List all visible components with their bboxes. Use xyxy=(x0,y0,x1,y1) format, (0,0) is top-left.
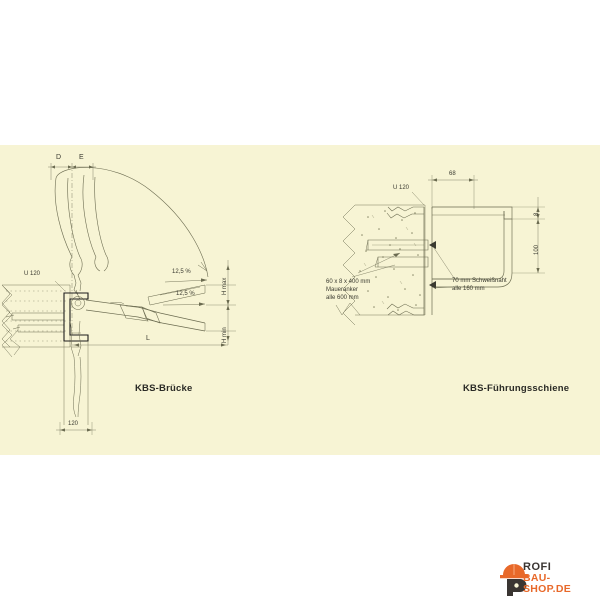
dim-label-height-100: 100 xyxy=(534,244,540,255)
weld-note-line-2: alle 160 mm xyxy=(452,286,485,292)
dim-label-slope-upper: 12,5 % xyxy=(172,269,191,275)
weld-note: 70 mm Schweißnaht alle 160 mm xyxy=(452,277,507,293)
dim-label-h-min: H min xyxy=(222,327,228,343)
dim-label-length-l: L xyxy=(146,335,150,342)
anchor-note-line-2: Maueranker xyxy=(326,287,359,293)
kbs-fuehrungsschiene-drawing xyxy=(335,175,545,326)
anchor-note-line-3: alle 600 mm xyxy=(326,295,359,301)
logo-helmet-icon xyxy=(500,564,528,596)
anchor-note-line-1: 60 x 8 x 400 mm xyxy=(326,279,371,285)
dim-label-e: E xyxy=(79,154,84,161)
kbs-bruecke-drawing xyxy=(1,163,236,435)
logo-text: ROFI BAU-SHOP.DE xyxy=(523,562,595,595)
technical-drawing-panel: D E U 120 12,5 % 12,5 % H max H min L 12… xyxy=(0,145,600,455)
anchor-note: 60 x 8 x 400 mm Maueranker alle 600 mm xyxy=(326,278,370,302)
dim-label-slope-lower: 12,5 % xyxy=(176,291,195,297)
dim-label-h-max: H max xyxy=(222,277,228,295)
dim-label-d: D xyxy=(56,154,62,161)
dim-label-depth-120: 120 xyxy=(68,421,79,427)
caption-kbs-bruecke: KBS-Brücke xyxy=(135,383,193,394)
dim-label-thickness-8: 8 xyxy=(534,212,540,216)
caption-kbs-fuehrungsschiene: KBS-Führungsschiene xyxy=(463,383,570,394)
logo-text-line-1: ROFI xyxy=(523,561,552,573)
dim-label-width-68: 68 xyxy=(449,171,456,177)
dim-label-u120-left: U 120 xyxy=(24,271,41,277)
logo-text-line-2: BAU-SHOP.DE xyxy=(523,572,572,595)
weld-note-line-1: 70 mm Schweißnaht xyxy=(452,278,507,284)
dim-label-u120-right: U 120 xyxy=(393,185,410,191)
profi-bau-shop-logo[interactable]: ROFI BAU-SHOP.DE xyxy=(497,558,595,596)
